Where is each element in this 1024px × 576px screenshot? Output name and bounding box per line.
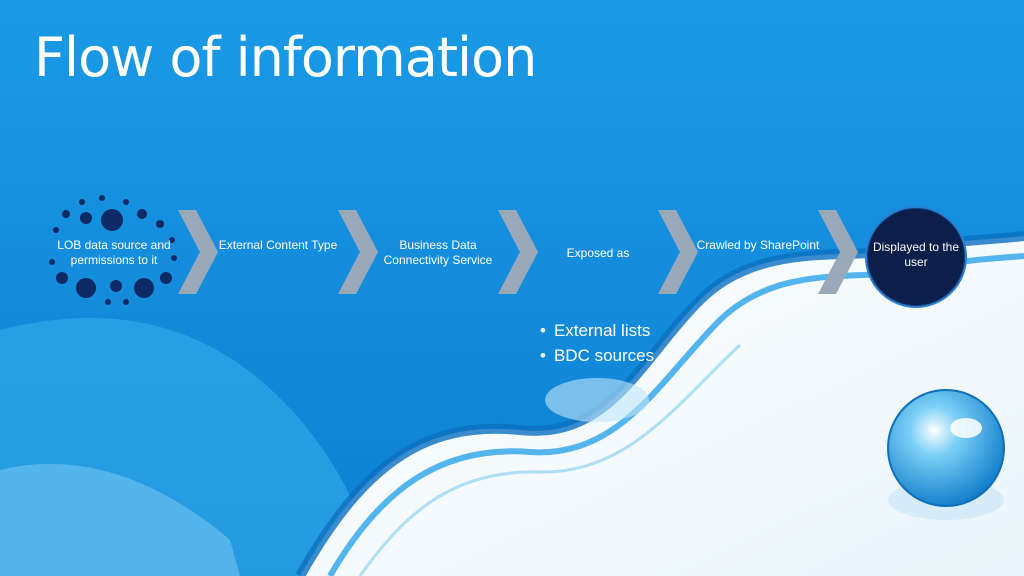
step-external-content-type: External Content Type: [218, 238, 338, 252]
chevron-right-icon: [498, 210, 538, 294]
exposed-as-bullet-list: External lists BDC sources: [540, 318, 654, 368]
bullet-item: External lists: [540, 318, 654, 343]
step-bdc-service: Business Data Connectivity Service: [383, 238, 493, 267]
data-source-dots-icon: [49, 195, 177, 305]
chevron-right-icon: [658, 210, 698, 294]
bullet-item: BDC sources: [540, 343, 654, 368]
chevron-right-icon: [818, 210, 858, 294]
page-title: Flow of information: [34, 26, 537, 89]
step-lob-data-source: LOB data source and permissions to it: [57, 238, 171, 267]
chevron-right-icon: [338, 210, 378, 294]
step-crawled-by-sharepoint: Crawled by SharePoint: [696, 238, 820, 252]
chevron-right-icon: [178, 210, 218, 294]
step-exposed-as: Exposed as: [566, 246, 630, 260]
step-displayed-to-user: Displayed to the user: [872, 240, 960, 269]
displayed-to-user-circle: [865, 206, 967, 308]
